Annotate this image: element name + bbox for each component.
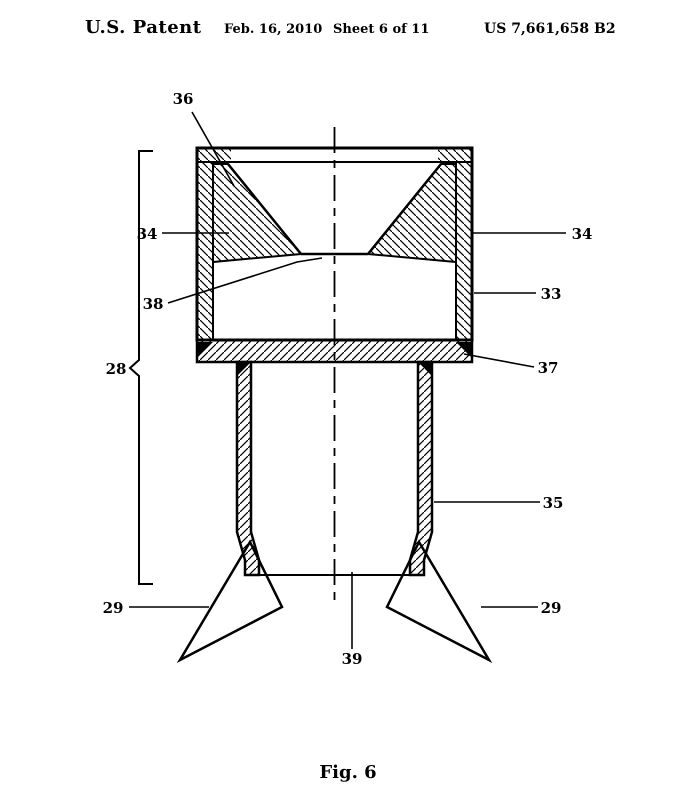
sheet-number: Sheet 6 of 11	[333, 22, 430, 37]
tube-fillet-left	[237, 362, 251, 376]
tube-fillet-right	[418, 362, 432, 376]
upper-cup-section	[195, 146, 474, 342]
leader-36	[191, 111, 235, 187]
cup-wall-hatch-right	[456, 162, 472, 340]
leader-38	[167, 257, 323, 304]
left-leg-shape	[176, 539, 284, 664]
ref-label-28: 28	[106, 360, 127, 378]
ref-label-34-left: 34	[137, 225, 158, 243]
ref-label-35: 35	[543, 494, 564, 512]
ref-label-34-right: 34	[572, 225, 593, 243]
ref-label-39: 39	[342, 650, 363, 668]
patent-title: U.S. Patent	[85, 17, 202, 38]
tube-wall-left	[235, 360, 261, 577]
funnel-cone-right	[367, 163, 442, 255]
ref-label-36: 36	[173, 90, 194, 108]
ref-label-37: 37	[538, 359, 559, 377]
cup-wall-hatch-left	[197, 162, 213, 340]
figure-caption: Fig. 6	[319, 762, 376, 783]
ref-label-29-right: 29	[541, 599, 562, 617]
patent-number: US 7,661,658 B2	[484, 21, 616, 37]
funnel-cone-left	[227, 163, 302, 255]
right-leg-shape	[385, 539, 493, 664]
ref-label-29-left: 29	[103, 599, 124, 617]
ref-label-33: 33	[541, 285, 562, 303]
rim-hatch-left	[197, 148, 231, 162]
reference-numerals: 36 34 34 33 38 28 37 35 29 29 39	[103, 90, 593, 668]
lower-tube-section	[235, 360, 434, 577]
rim-hatch-right	[438, 148, 472, 162]
tube-wall-right	[408, 360, 434, 577]
flange-seal-left	[197, 342, 213, 358]
funnel-wall-right	[366, 163, 457, 264]
leader-lines	[128, 111, 566, 649]
bracket-28	[128, 150, 153, 585]
ref-label-38: 38	[143, 295, 164, 313]
funnel-wall-left	[212, 163, 303, 264]
patent-date: Feb. 16, 2010	[224, 22, 323, 37]
leader-37	[463, 353, 535, 368]
